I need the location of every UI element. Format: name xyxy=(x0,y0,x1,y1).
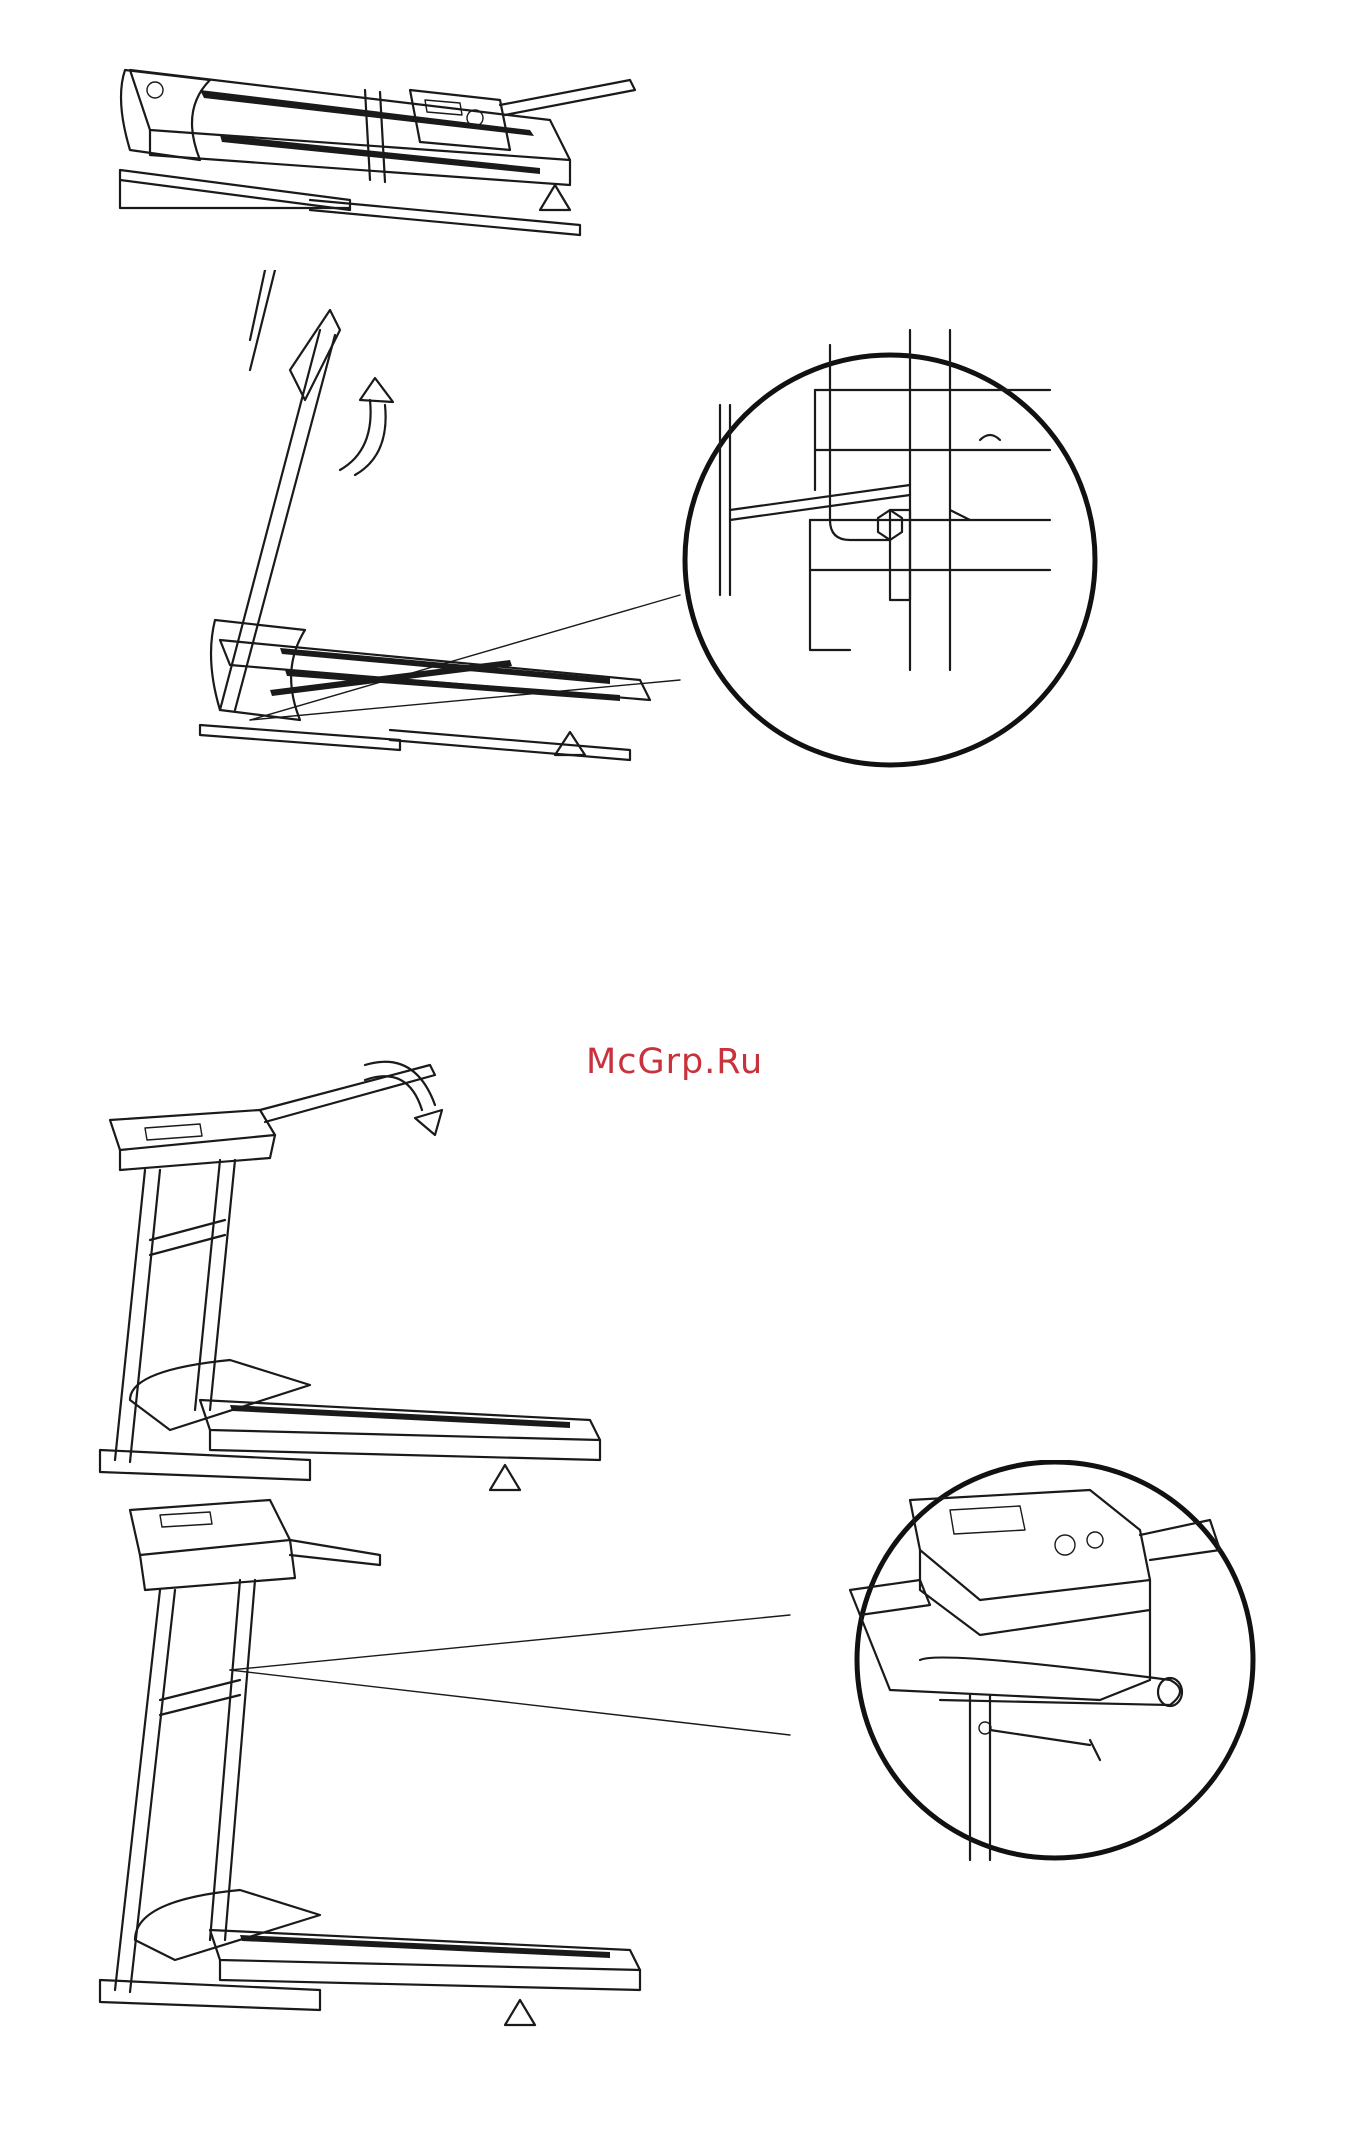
treadmill-console-knob-icon xyxy=(90,1460,1310,2080)
treadmill-upright-figure xyxy=(190,270,1110,780)
treadmill-lift-arrow-icon xyxy=(190,270,1110,780)
treadmill-unfolding-figure xyxy=(90,1010,650,1530)
folded-treadmill-icon xyxy=(110,50,670,240)
folded-treadmill-figure xyxy=(110,50,670,240)
treadmill-lower-arrow-icon xyxy=(90,1010,650,1530)
treadmill-console-figure xyxy=(90,1460,1310,2080)
watermark-text: McGrp.Ru xyxy=(586,1042,763,1082)
